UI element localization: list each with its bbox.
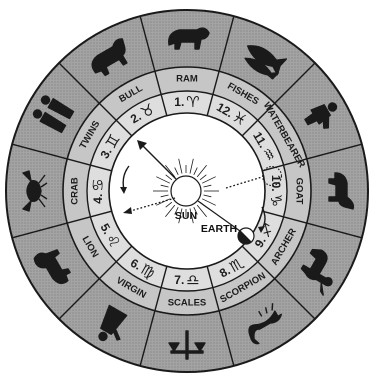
earth-icon [238, 228, 254, 244]
sign-label-scales: 7.♎ [174, 271, 199, 289]
sign-name-crab: CRAB [70, 177, 81, 205]
sign-symbol: ♑ [267, 194, 285, 207]
sign-name-scales: SCALES [168, 298, 207, 309]
earth-label: EARTH [201, 223, 237, 235]
sign-label-crab: 4. ♋ [89, 178, 107, 203]
sign-number: 1. [174, 95, 184, 109]
sign-symbol: ♈ [186, 93, 199, 111]
sign-number: 4. [91, 194, 105, 204]
sign-symbol: ♋ [89, 178, 107, 191]
sign-label-goat: 10.♑ [267, 175, 285, 207]
sign-name-ram: RAM [176, 74, 198, 85]
sun-label: SUN [175, 210, 197, 222]
sign-label-ram: 1.♈ [174, 93, 199, 111]
sign-name-goat: GOAT [294, 178, 305, 205]
sign-symbol: ♎ [186, 271, 199, 289]
sign-number: 7. [174, 273, 184, 287]
